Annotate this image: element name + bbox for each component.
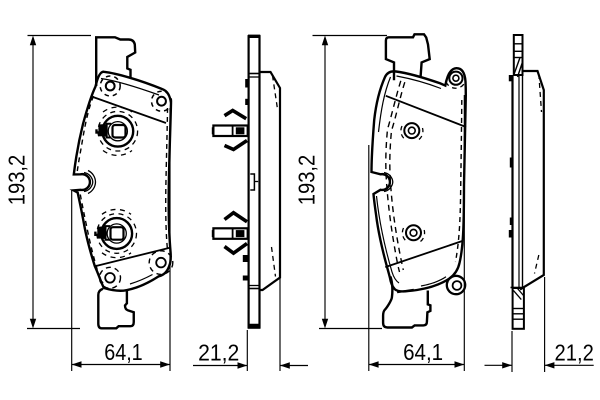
svg-text:193,2: 193,2 [294, 155, 320, 206]
svg-text:21,2: 21,2 [555, 339, 594, 365]
svg-text:21,2: 21,2 [198, 339, 239, 365]
svg-text:193,2: 193,2 [4, 155, 30, 206]
svg-text:64,1: 64,1 [403, 339, 443, 365]
svg-text:64,1: 64,1 [104, 339, 143, 365]
